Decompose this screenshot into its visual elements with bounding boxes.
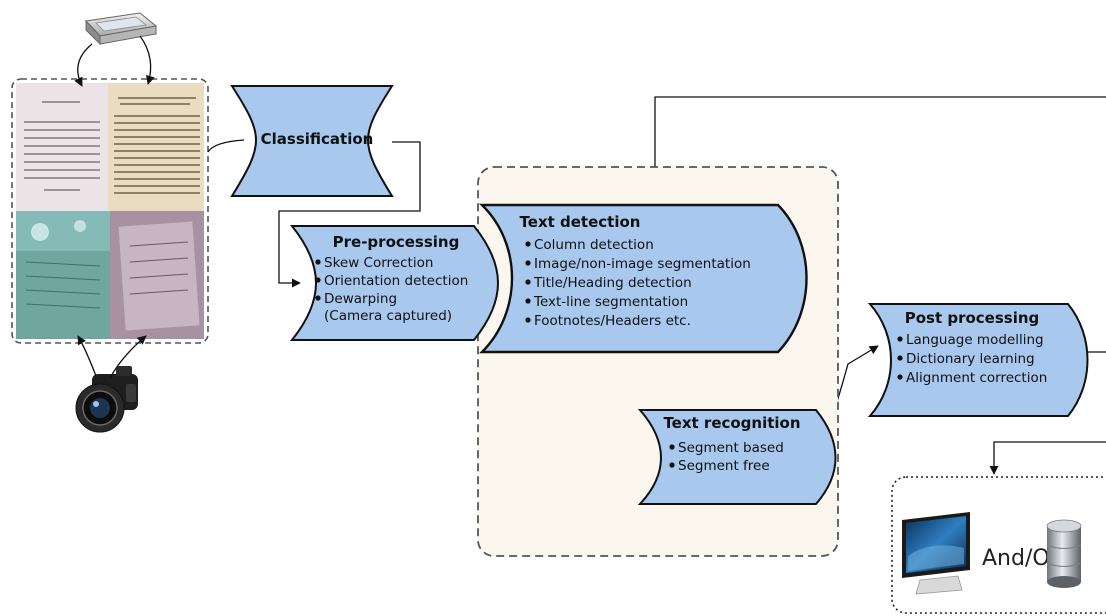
classification-box: Classification — [230, 85, 394, 197]
output-panel: And/Or — [891, 476, 1106, 614]
text-detection-items: Column detection Image/non-image segment… — [525, 237, 751, 329]
preprocessing-items: Skew Correction Orientation detection De… — [315, 255, 468, 324]
output-and-or-label: And/Or — [982, 546, 1060, 571]
database-icon — [1046, 519, 1082, 588]
text-recognition-item: Segment free — [678, 458, 770, 474]
text-detection-item: Title/Heading detection — [533, 275, 692, 291]
preprocessing-title: Pre-processing — [333, 233, 460, 251]
camera-photo-thumbnail — [110, 211, 204, 339]
text-detection-item: Footnotes/Headers etc. — [534, 313, 691, 329]
preprocessing-box: Pre-processing Skew Correction Orientati… — [289, 225, 499, 341]
scanned-page-thumbnail: ⁠ — [16, 83, 108, 211]
post-processing-title: Post processing — [905, 309, 1040, 327]
scanner-icon — [84, 12, 158, 46]
input-images-panel: ⁠ — [11, 78, 209, 344]
text-detection-box: Text detection Column detection Image/no… — [479, 203, 808, 354]
text-detection-title: Text detection — [520, 213, 641, 231]
post-processing-item: Alignment correction — [906, 370, 1047, 386]
preprocessing-item: Orientation detection — [324, 273, 468, 289]
classification-title: Classification — [261, 130, 374, 148]
preprocessing-item: Skew Correction — [324, 255, 433, 271]
post-processing-items: Language modelling Dictionary learning A… — [897, 332, 1047, 386]
text-detection-item: Text-line segmentation — [533, 294, 688, 310]
text-detection-item: Column detection — [534, 237, 654, 253]
camera-photo-thumbnail — [16, 211, 110, 339]
text-detection-item: Image/non-image segmentation — [534, 256, 751, 272]
post-processing-box: Post processing Language modelling Dicti… — [867, 303, 1089, 417]
preprocessing-item: Dewarping — [324, 291, 397, 307]
text-recognition-items: Segment based Segment free — [669, 440, 784, 474]
text-recognition-title: Text recognition — [663, 414, 800, 432]
scanned-manuscript-thumbnail — [108, 83, 204, 211]
post-processing-item: Language modelling — [906, 332, 1044, 348]
text-recognition-box: Text recognition Segment based Segment f… — [637, 409, 837, 505]
camera-icon — [75, 366, 138, 433]
text-recognition-item: Segment based — [678, 440, 784, 456]
preprocessing-item: (Camera captured) — [324, 308, 452, 324]
monitor-icon — [902, 512, 970, 595]
post-processing-item: Dictionary learning — [906, 351, 1035, 367]
